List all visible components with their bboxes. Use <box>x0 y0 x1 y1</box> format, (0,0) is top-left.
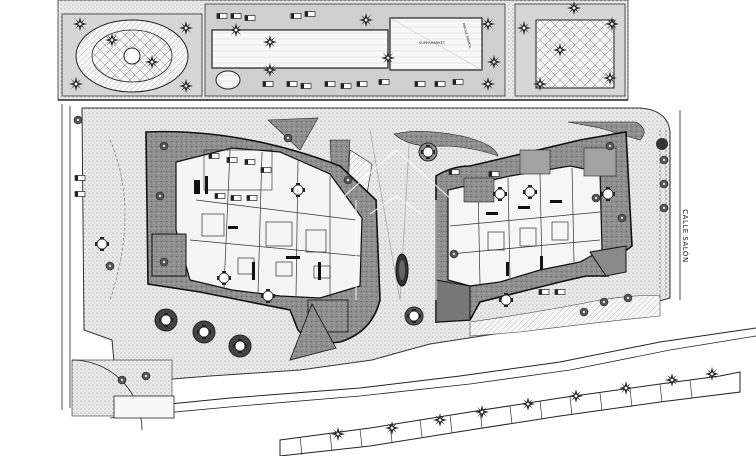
pool-area: SUPERMARKET PARQUE INFANTIL <box>204 3 506 97</box>
bottom-left-lot <box>71 359 175 431</box>
left-building <box>145 130 381 344</box>
right-building <box>435 131 633 323</box>
tiled-garden <box>514 1 626 97</box>
parking-label: PARQUE INFANTIL <box>462 22 473 49</box>
plaza-round-table <box>154 138 668 358</box>
street-name-label: CALLE SALÓN <box>681 209 690 262</box>
top-amenity-strip: SUPERMARKET PARQUE INFANTIL <box>57 0 629 101</box>
bottom-road <box>109 327 756 456</box>
supermarket-label: SUPERMARKET <box>419 41 446 45</box>
oval-garden <box>61 13 203 97</box>
